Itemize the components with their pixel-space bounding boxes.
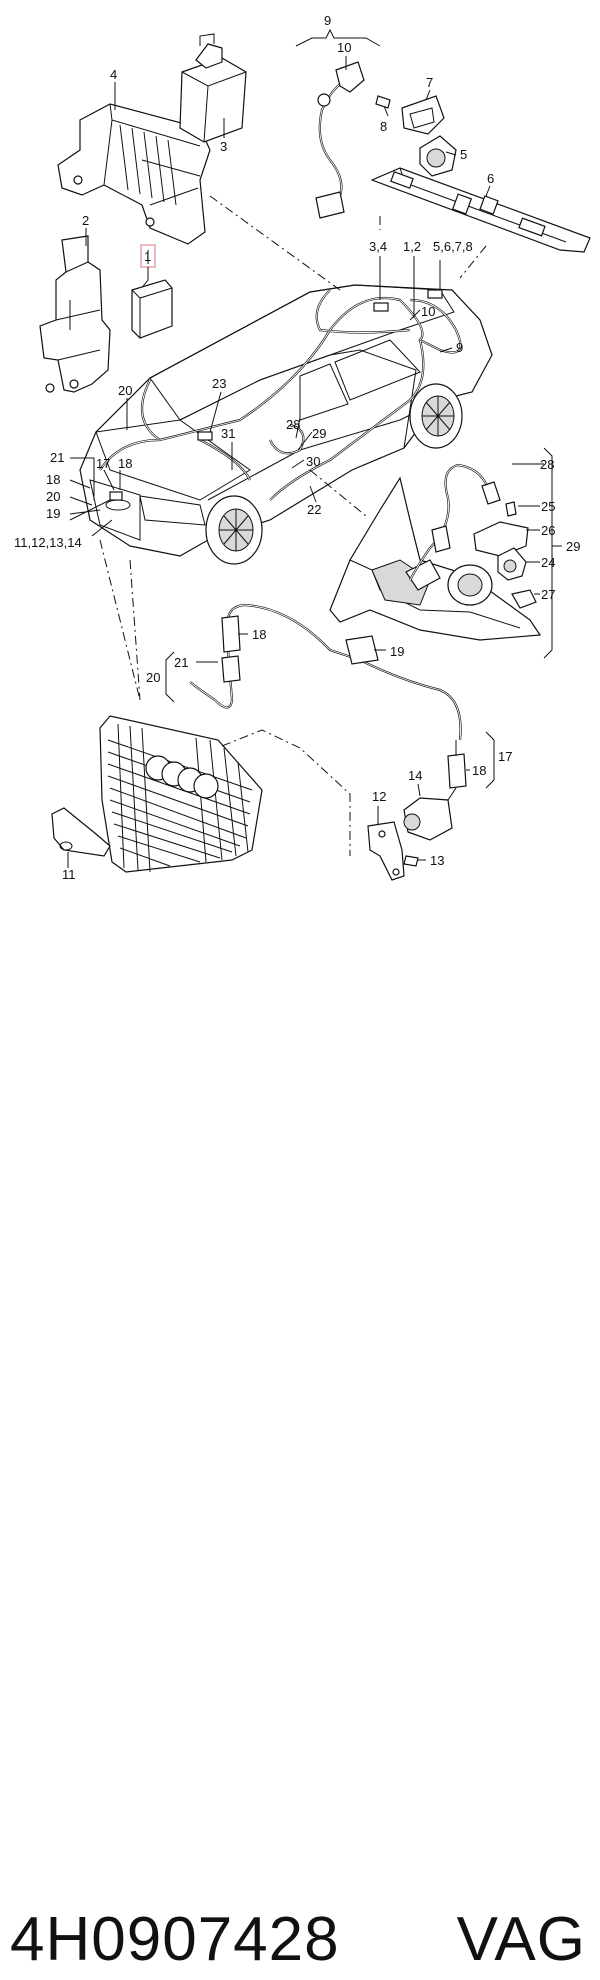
callout-29-mirror: 29 [566,539,580,554]
top-cable-10 [315,61,365,219]
callout-1: 1 [144,249,151,264]
screw-13 [403,855,419,867]
mirror-camera-mount-26 [473,521,529,557]
callout-9-car: 9 [456,340,463,355]
callout-7: 7 [426,75,433,90]
callout-21-lower: 21 [174,655,188,670]
callout-14-lower: 14 [408,768,422,783]
callout-labels: 1 2 3 4 9 10 7 8 5 6 3,4 1,2 5,6,7,8 10 … [14,13,580,882]
callout-11-14: 11,12,13,14 [14,535,82,550]
callout-4: 4 [110,67,117,82]
callout-17-lower: 17 [498,749,512,764]
callout-18-lower: 18 [472,763,486,778]
front-grille [99,715,263,873]
front-camera-14 [403,787,457,841]
clip-27 [511,589,537,609]
screw-25 [505,501,517,517]
callout-20-lower: 20 [146,670,160,685]
callout-3-4: 3,4 [369,239,387,254]
callout-31: 31 [221,426,235,441]
control-unit-module [179,33,247,143]
car-body [79,284,493,557]
brand-name: VAG [456,1905,586,1974]
car-wiring-harness [99,289,462,501]
callout-20-left: 20 [46,489,60,504]
callout-27: 27 [541,587,555,602]
callout-3: 3 [220,139,227,154]
callout-29-car: 29 [312,426,326,441]
callout-5: 5 [460,147,467,162]
camera-5 [419,135,457,177]
callout-2: 2 [82,213,89,228]
screw-8 [375,95,391,109]
tail-trim-bar-6 [370,167,591,253]
callout-11-lower: 11 [62,867,76,882]
callout-9-top: 9 [324,13,331,28]
callout-28-car: 28 [286,417,300,432]
caption-bar: 4H0907428 VAG [0,950,600,1974]
camera-bracket-12 [367,821,405,881]
part-number: 4H0907428 [10,1905,340,1974]
callout-24: 24 [541,555,555,570]
rear-wheel [409,383,463,449]
callout-17-car: 17 [96,456,110,471]
front-camera-cable-17 [189,603,467,789]
mounting-bracket-2 [39,235,111,393]
callout-25: 25 [541,499,555,514]
grille-cover-11 [51,807,111,857]
exploded-parts-diagram: 1 2 3 4 9 10 7 8 5 6 3,4 1,2 5,6,7,8 10 … [14,13,591,882]
callout-19-lower: 19 [390,644,404,659]
callout-18-car-left: 18 [46,472,60,487]
callout-5-6-7-8: 5,6,7,8 [433,239,473,254]
callout-18-car: 18 [118,456,132,471]
callout-20-car: 20 [118,383,132,398]
callout-13-lower: 13 [430,853,444,868]
callout-1-2: 1,2 [403,239,421,254]
callout-26: 26 [541,523,555,538]
module-part-1-highlighted [131,244,173,339]
callout-19-car: 19 [46,506,60,521]
front-wheel [205,495,263,565]
parts-diagram-page: 1 2 3 4 9 10 7 8 5 6 3,4 1,2 5,6,7,8 10 … [0,13,600,1974]
callout-28-mirror: 28 [540,457,554,472]
callout-22: 22 [307,502,321,517]
callout-6: 6 [487,171,494,186]
leader-lines [67,28,562,868]
camera-housing-7 [401,95,445,135]
callout-10-car: 10 [421,304,435,319]
mirror-cable-28 [409,463,501,581]
callout-21-car: 21 [50,450,64,465]
control-unit-bracket [57,103,211,245]
callout-8: 8 [380,119,387,134]
callout-10-top: 10 [337,40,351,55]
callout-12-lower: 12 [372,789,386,804]
callout-23: 23 [212,376,226,391]
callout-30: 30 [306,454,320,469]
mirror-camera-24 [497,547,527,581]
callout-18-upper: 18 [252,627,266,642]
